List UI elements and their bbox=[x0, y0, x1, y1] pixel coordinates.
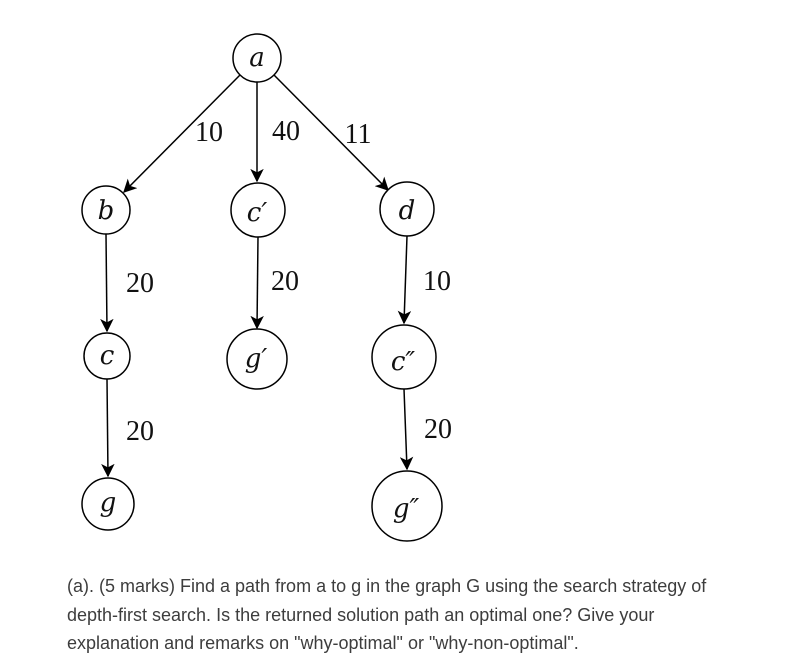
edge-weight-a-d: 11 bbox=[345, 119, 372, 150]
edge-cprime-gprime bbox=[250, 236, 264, 330]
edge-weight-a-cprime: 40 bbox=[272, 116, 300, 147]
node-g-prime-label: g′ bbox=[245, 344, 268, 374]
edge-c-g bbox=[101, 378, 115, 478]
node-c-double-prime bbox=[371, 324, 437, 390]
edge-a-d bbox=[273, 74, 389, 191]
node-a-label: a bbox=[249, 43, 265, 73]
edge-cdoubleprime-gdoubleprime bbox=[399, 388, 414, 471]
edge-d-cdoubleprime bbox=[397, 235, 412, 325]
node-c-label: c bbox=[100, 341, 115, 371]
edge-weight-a-b: 10 bbox=[195, 117, 223, 148]
node-d-label: d bbox=[399, 196, 416, 226]
edge-weight-cdoubleprime-gdoubleprime: 20 bbox=[424, 414, 452, 445]
edge-weight-d-cdoubleprime: 10 bbox=[423, 266, 451, 297]
node-c-prime bbox=[230, 182, 286, 238]
question-line-2: depth-first search. Is the returned solu… bbox=[67, 604, 655, 625]
node-b bbox=[81, 185, 131, 235]
node-c-prime-label: c′ bbox=[247, 198, 268, 228]
node-g bbox=[81, 477, 135, 531]
node-d bbox=[379, 181, 435, 237]
question-text: (a). (5 marks) Find a path from a to g i… bbox=[67, 572, 767, 658]
node-g-prime bbox=[226, 328, 288, 390]
edge-weight-b-c: 20 bbox=[126, 268, 154, 299]
node-a bbox=[232, 33, 282, 83]
node-b-label: b bbox=[98, 196, 115, 226]
node-g-label: g bbox=[100, 488, 117, 518]
edge-a-b bbox=[123, 74, 241, 193]
edge-b-c bbox=[100, 233, 114, 333]
node-g-double-prime bbox=[371, 470, 443, 542]
edge-weight-cprime-gprime: 20 bbox=[271, 266, 299, 297]
graph-diagram: 10 40 11 20 20 10 20 20 a b c′ d c g′ c″… bbox=[81, 33, 452, 542]
edge-weight-c-g: 20 bbox=[126, 416, 154, 447]
node-c-double-prime-label: c″ bbox=[391, 347, 416, 377]
question-line-1: (a). (5 marks) Find a path from a to g i… bbox=[67, 576, 707, 596]
node-g-double-prime-label: g″ bbox=[393, 494, 420, 524]
question-line-3: explanation and remarks on "why-optimal"… bbox=[67, 633, 579, 653]
node-c bbox=[83, 332, 131, 380]
